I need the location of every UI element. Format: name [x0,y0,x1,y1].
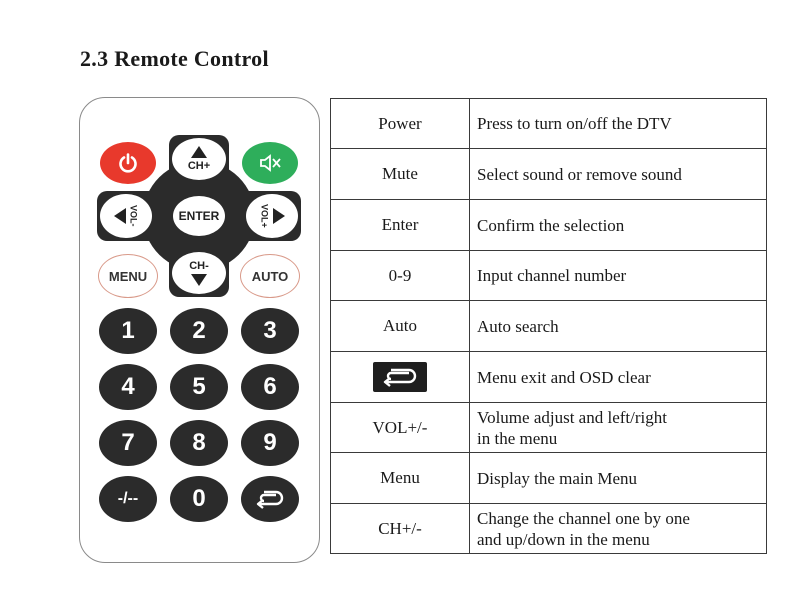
auto-button[interactable]: AUTO [240,254,300,298]
arrow-left-icon [113,208,126,224]
digit-7-button[interactable]: 7 [99,420,157,466]
digit-label: 8 [192,429,206,456]
table-row: Enter Confirm the selection [330,199,767,251]
digit-label: 6 [263,373,277,400]
key-cell: Power [330,98,470,149]
section-heading: 2.3 Remote Control [80,46,269,71]
mute-button[interactable] [242,142,298,184]
return-button[interactable] [241,476,299,522]
description-cell: Input channel number [469,250,767,301]
digit-5-button[interactable]: 5 [170,364,228,410]
digit-label: 1 [121,317,135,344]
key-cell: Auto [330,300,470,352]
digit-label: 9 [263,429,277,456]
digit-9-button[interactable]: 9 [241,420,299,466]
description-cell: Press to turn on/off the DTV [469,98,767,149]
table-row: Menu Display the main Menu [330,452,767,504]
auto-label: AUTO [251,268,289,284]
volume-down-label: VOL- [128,205,139,227]
key-cell: Mute [330,148,470,200]
menu-button[interactable]: MENU [98,254,158,298]
description-cell: Menu exit and OSD clear [469,351,767,403]
description-cell: Auto search [469,300,767,352]
enter-label: ENTER [178,209,220,223]
description-cell: Confirm the selection [469,199,767,251]
description-cell: Select sound or remove sound [469,148,767,200]
power-button[interactable] [100,142,156,184]
table-row: Menu exit and OSD clear [330,351,767,403]
power-icon [119,153,137,173]
channel-up-label: CH+ [187,160,211,172]
volume-up-label: VOL+ [259,204,270,228]
table-row: Mute Select sound or remove sound [330,148,767,200]
digit-1-button[interactable]: 1 [99,308,157,354]
navigation-cluster: CH+ CH- ENTER VOL- VOL+ [97,135,301,297]
channel-down-label: CH- [189,260,209,272]
dash-label: -/-- [117,490,139,507]
volume-down-button[interactable]: VOL- [100,194,152,238]
channel-up-button[interactable]: CH+ [172,138,226,180]
digit-label: 3 [263,317,277,344]
digit-label: 7 [121,429,135,456]
digit-label: 2 [192,317,206,344]
return-icon [256,490,284,509]
return-icon [373,362,427,392]
key-cell: Menu [330,452,470,504]
key-cell [330,351,470,403]
key-cell: Enter [330,199,470,251]
digit-4-button[interactable]: 4 [99,364,157,410]
table-row: 0-9 Input channel number [330,250,767,301]
volume-up-button[interactable]: VOL+ [246,194,298,238]
arrow-down-icon [191,274,207,286]
arrow-right-icon [272,208,285,224]
enter-button[interactable]: ENTER [173,196,225,236]
mute-icon [260,154,281,172]
key-cell: 0-9 [330,250,470,301]
digit-6-button[interactable]: 6 [241,364,299,410]
digit-label: 5 [192,373,206,400]
table-row: Power Press to turn on/off the DTV [330,98,767,149]
digit-0-button[interactable]: 0 [170,476,228,522]
channel-down-button[interactable]: CH- [172,252,226,294]
key-function-table: Power Press to turn on/off the DTV Mute … [330,98,767,554]
description-cell: Display the main Menu [469,452,767,504]
digit-8-button[interactable]: 8 [170,420,228,466]
key-cell: VOL+/- [330,402,470,453]
digit-label: 0 [192,485,206,512]
menu-label: MENU [108,268,148,284]
remote-control-illustration: CH+ CH- ENTER VOL- VOL+ MENU AUTO 1 2 3 … [79,97,320,563]
digit-2-button[interactable]: 2 [170,308,228,354]
key-cell: CH+/- [330,503,470,554]
dash-button[interactable]: -/-- [99,476,157,522]
table-row: Auto Auto search [330,300,767,352]
digit-3-button[interactable]: 3 [241,308,299,354]
digit-label: 4 [121,373,135,400]
arrow-up-icon [191,146,207,158]
